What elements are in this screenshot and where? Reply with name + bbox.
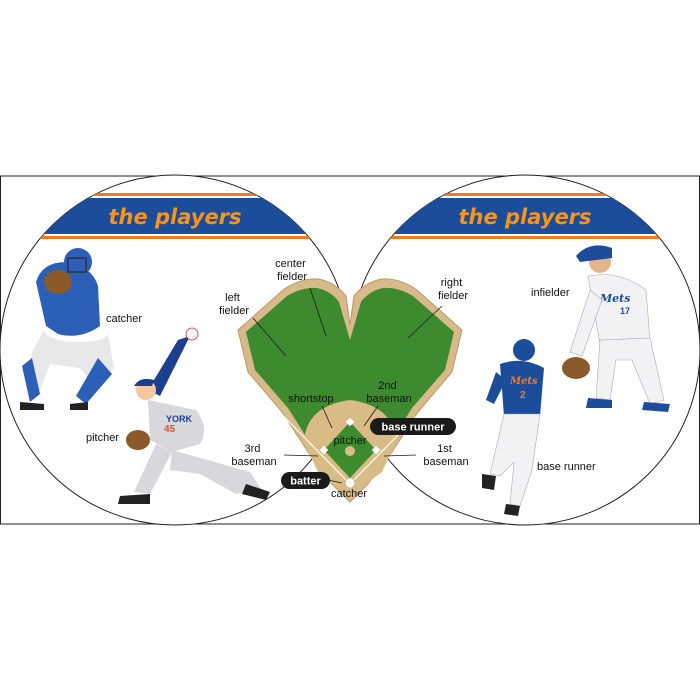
catcher-figure — [20, 248, 114, 410]
pitcher-front-shoe — [118, 494, 150, 504]
infielder-arm — [569, 289, 603, 357]
right-banner-top-stripe — [350, 193, 700, 196]
pitcher-figure: YORK 45 — [118, 327, 270, 504]
second-baseman-label: 2nd baseman — [366, 380, 411, 405]
right-fielder-pointer — [407, 305, 443, 339]
batter-pointer — [327, 479, 343, 484]
infielder-number: 17 — [620, 306, 630, 316]
catcher-caption: catcher — [106, 313, 142, 325]
first-baseman-pointer — [383, 454, 417, 457]
first-baseman-label-line1: 1st — [437, 443, 452, 455]
left-panel-title: the players — [108, 205, 241, 229]
infielder-glove — [562, 357, 590, 379]
infielder-jersey — [587, 274, 651, 345]
infielder-right-shoe — [642, 402, 670, 412]
pitchers-mound — [345, 446, 355, 456]
third-baseman-label-line2: baseman — [231, 456, 276, 468]
runner-team-text: Mets — [509, 376, 538, 387]
runner-number: 2 — [520, 390, 526, 401]
center-fielder-label-line1: center — [275, 258, 306, 270]
catcher-right-shoe — [70, 402, 88, 410]
runner-arm — [486, 372, 506, 404]
first-baseman-label-line2: baseman — [423, 456, 468, 468]
left-banner-bottom-stripe — [0, 236, 350, 239]
catcher-helmet — [64, 248, 92, 276]
second-baseman-label-line1: 2nd — [378, 380, 396, 392]
center-fielder-label: center fielder — [275, 258, 309, 283]
pitcher-glove — [126, 430, 150, 450]
catcher-mask — [67, 257, 87, 273]
pitcher-jersey-text: YORK — [166, 414, 193, 424]
third-baseman-label-line1: 3rd — [245, 443, 261, 455]
infielder-pants — [595, 337, 665, 405]
catcher-position-label: catcher — [331, 488, 367, 500]
right-fielder-label-line1: right — [441, 277, 462, 289]
catcher-right-shin-guard — [76, 358, 112, 404]
baseball-field — [237, 278, 463, 503]
infielder-left-shoe — [586, 398, 612, 408]
infielder-caption: infielder — [531, 287, 570, 299]
runner-right-shoe — [504, 504, 520, 516]
first-baseman-label: 1st baseman — [423, 443, 468, 468]
right-panel-title: the players — [458, 205, 591, 229]
outfield-grass — [246, 287, 454, 492]
second-baseman-pointer — [363, 405, 379, 427]
base-runner-pill-bg — [370, 418, 456, 435]
left-fielder-label-line2: fielder — [219, 305, 249, 317]
infielder-team-text: Mets — [599, 292, 630, 305]
right-fielder-label: right fielder — [438, 277, 468, 302]
left-fielder-pointer — [252, 317, 287, 357]
pitcher-back-leg — [170, 450, 262, 494]
runner-helmet — [513, 339, 535, 361]
pitcher-jersey-number: 45 — [164, 424, 176, 435]
baseball-icon — [185, 327, 199, 341]
catcher-left-shin-guard — [22, 358, 40, 402]
third-baseman-label: 3rd baseman — [231, 443, 276, 468]
pitcher-jersey — [148, 400, 205, 452]
batter-pill-bg — [281, 472, 330, 489]
pitcher-position-label: pitcher — [333, 435, 366, 447]
base-runner-pill-label: base runner — [382, 422, 446, 434]
pitcher-cap — [134, 378, 154, 386]
third-base — [319, 445, 329, 455]
infielder-figure: Mets 17 — [562, 245, 670, 412]
left-fielder-label-line1: left — [225, 292, 240, 304]
pitcher-caption: pitcher — [86, 432, 119, 444]
runner-pants — [489, 413, 541, 507]
pointer-lines — [252, 287, 443, 484]
left-fielder-label: left fielder — [219, 292, 249, 317]
third-baseman-pointer — [283, 454, 319, 457]
center-fielder-label-line2: fielder — [277, 271, 307, 283]
third-base-foul-line — [255, 387, 351, 485]
first-base — [371, 445, 381, 455]
runner-jersey — [500, 360, 544, 416]
second-baseman-label-line2: baseman — [366, 393, 411, 405]
base-runner-pill: base runner — [370, 418, 456, 435]
runner-left-shoe — [482, 474, 496, 490]
catcher-left-shoe — [20, 402, 44, 410]
right-banner-bottom-stripe — [350, 236, 700, 239]
left-banner-top-stripe — [0, 193, 350, 196]
catcher-mitt — [44, 270, 72, 294]
pitcher-back-shoe — [242, 484, 270, 500]
pitcher-front-leg — [134, 444, 172, 494]
base-runner-caption: base runner — [537, 461, 596, 473]
pitcher-throwing-arm — [148, 336, 190, 396]
shortstop-pointer — [321, 405, 333, 429]
shortstop-label: shortstop — [288, 393, 333, 405]
home-plate — [344, 477, 356, 489]
batter-pill-label: batter — [290, 476, 321, 488]
batter-pill: batter — [281, 472, 330, 489]
base-runner-figure: Mets 2 — [482, 339, 544, 516]
infielder-cap — [576, 245, 612, 262]
right-fielder-label-line2: fielder — [438, 290, 468, 302]
first-base-foul-line — [349, 387, 445, 485]
second-base — [345, 417, 355, 427]
center-fielder-pointer — [309, 287, 327, 337]
